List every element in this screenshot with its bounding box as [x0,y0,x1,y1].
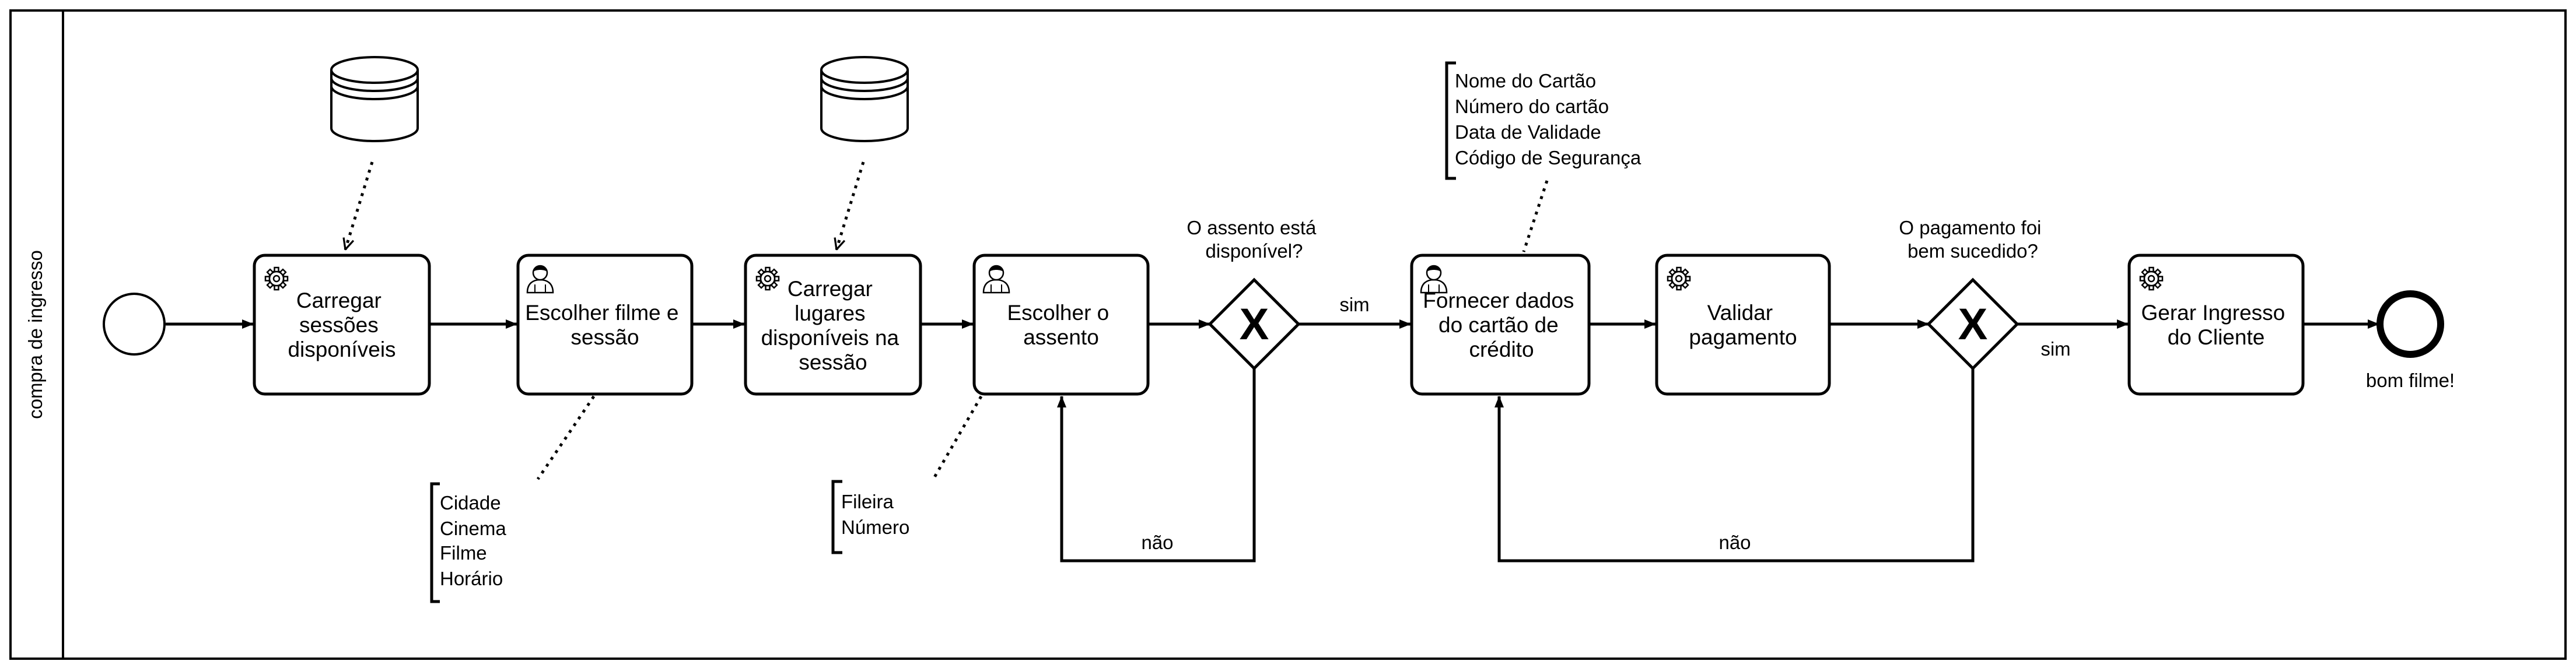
gateway-pagamento-sucedido[interactable]: X [1926,277,2020,371]
svg-text:Carregar sessões d: Carregar sessões disponíveis [288,289,396,361]
task-escolher-assento[interactable]: Escolher o assento [972,254,1150,396]
data-association [836,161,865,249]
gateway-question: O pagamento foi bem sucedido? [1899,217,2046,262]
gateway-assento-disponivel[interactable]: X [1208,277,1301,371]
task-carregar-sessoes[interactable]: Carregar sessões disponíveis [253,254,431,396]
task-gerar-ingresso[interactable]: Gerar Ingresso do Cliente [2127,254,2305,396]
task-fornecer-dados-cartao[interactable]: Fornecer dados do cartão de crédito [1410,254,1591,396]
start-event [103,293,166,356]
svg-text:Escolher filme e sessão: Escolher filme e sessão [525,301,685,349]
svg-text:Cidade Cinema Film: Cidade Cinema Filme Horário [440,492,512,589]
flow-label-nao: não [1718,532,1751,553]
svg-text:Escolher o assento: Escolher o assento [1007,301,1115,349]
annotation-cartao: Nome do Cartão Número do cartão Data de … [1445,61,1642,180]
gear-icon [264,266,289,291]
exclusive-gateway-marker: X [1958,300,1988,349]
sequence-flow-loop [1057,368,1256,562]
flow-label-sim: sim [2041,338,2070,360]
svg-text:Fileira Número: Fileira Número [841,491,909,538]
database-icon [330,56,419,142]
end-event [2376,290,2444,358]
task-carregar-lugares[interactable]: Carregar lugares disponíveis na sessão [744,254,922,396]
flow-label-sim: sim [1339,294,1369,315]
gear-icon [2139,266,2164,291]
annotation-assento: Fileira Número [831,480,909,554]
annotation-association [536,395,596,480]
annotation-sessao: Cidade Cinema Filme Horário [430,482,512,603]
task-validar-pagamento[interactable]: Validar pagamento [1655,254,1831,396]
svg-text:Carregar lugares d: Carregar lugares disponíveis na sessão [761,277,905,374]
svg-text:Nome do Cartão Número do: Nome do Cartão Número do cartão Data de … [1455,70,1642,168]
svg-text:Validar pagamento: Validar pagamento [1689,301,1797,349]
svg-text:Gerar Ingresso do Client: Gerar Ingresso do Cliente [2141,301,2291,349]
data-association [345,161,374,249]
end-event-label: bom filme! [2366,370,2455,391]
flow-label-nao: não [1141,532,1173,553]
gear-icon [755,266,780,291]
database-icon [820,56,909,142]
exclusive-gateway-marker: X [1240,300,1269,349]
pool-label: compra de ingresso [24,250,46,419]
task-escolher-filme[interactable]: Escolher filme e sessão [516,254,694,396]
sequence-flow-loop [1494,368,1975,562]
gateway-question: O assento está disponível? [1186,217,1321,262]
svg-text:Fornecer dados do cartão: Fornecer dados do cartão de crédito [1423,289,1580,361]
gear-icon [1667,266,1691,291]
